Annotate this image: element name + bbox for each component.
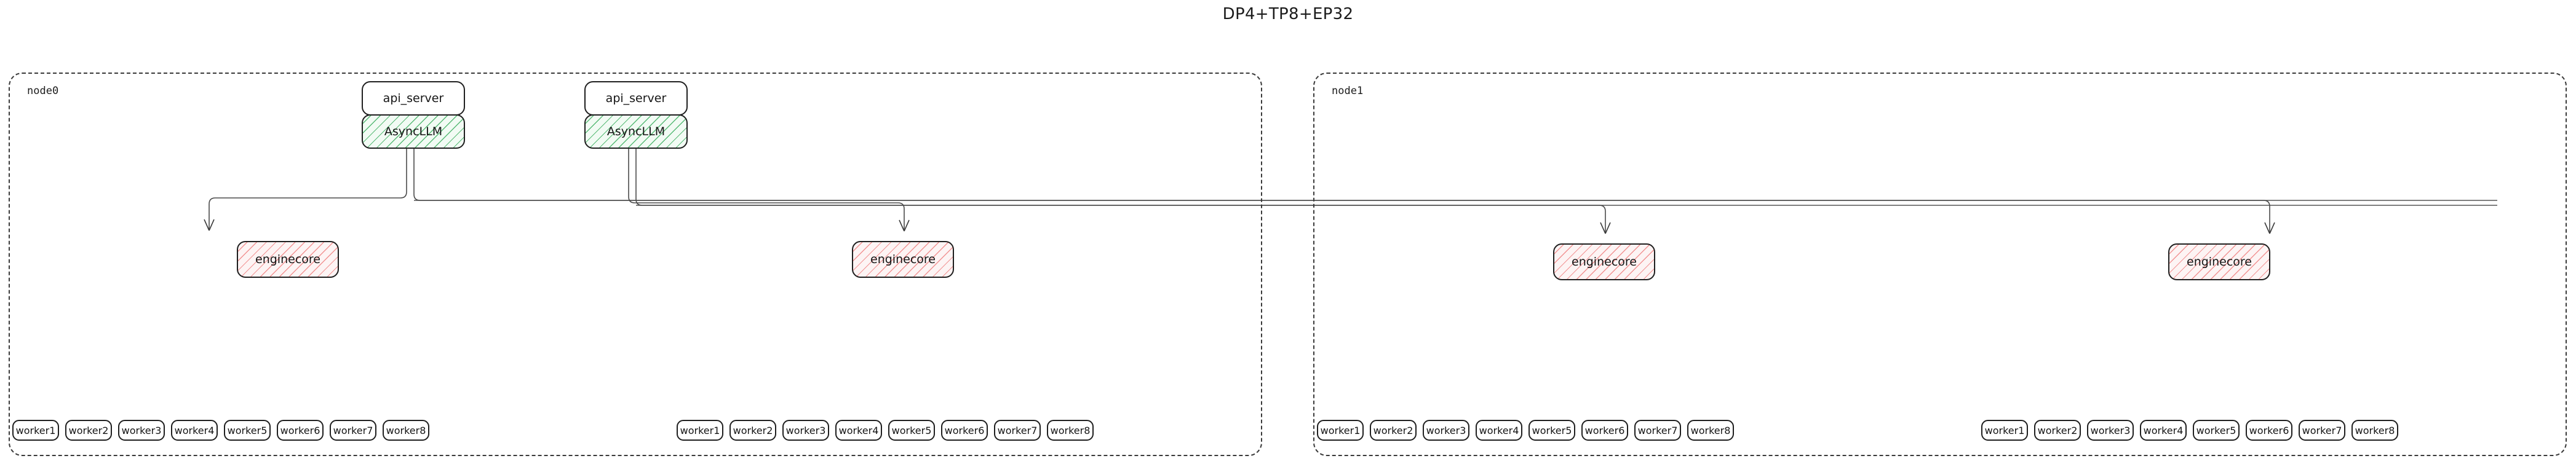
worker-label: worker6 xyxy=(944,424,985,436)
worker-box[interactable]: worker6 xyxy=(941,420,988,441)
enginecore-label: enginecore xyxy=(870,253,936,266)
page-title: DP4+TP8+EP32 xyxy=(1222,5,1354,23)
worker-label: worker6 xyxy=(2249,424,2289,436)
worker-box[interactable]: worker3 xyxy=(118,420,165,441)
worker-label: worker5 xyxy=(1532,424,1572,436)
worker-box[interactable]: worker8 xyxy=(383,420,429,441)
worker-label: worker8 xyxy=(2355,424,2395,436)
enginecore-box[interactable]: enginecore xyxy=(852,241,954,278)
worker-label: worker2 xyxy=(68,424,109,436)
worker-label: worker1 xyxy=(15,424,56,436)
api-server-label: api_server xyxy=(605,92,667,105)
worker-box[interactable]: worker1 xyxy=(1317,420,1364,441)
enginecore-box[interactable]: enginecore xyxy=(1553,243,1655,280)
worker-box[interactable]: worker2 xyxy=(2034,420,2081,441)
worker-box[interactable]: worker5 xyxy=(224,420,271,441)
asyncllm-label: AsyncLLM xyxy=(384,125,443,138)
api-server-box[interactable]: api_server xyxy=(584,81,688,116)
worker-label: worker6 xyxy=(280,424,320,436)
worker-box[interactable]: worker1 xyxy=(12,420,59,441)
worker-label: worker4 xyxy=(174,424,215,436)
worker-box[interactable]: worker7 xyxy=(994,420,1041,441)
worker-label: worker1 xyxy=(1984,424,2025,436)
worker-label: worker2 xyxy=(1373,424,1413,436)
worker-label: worker3 xyxy=(1426,424,1466,436)
worker-box[interactable]: worker3 xyxy=(1423,420,1469,441)
worker-label: worker3 xyxy=(785,424,826,436)
worker-box[interactable]: worker8 xyxy=(1687,420,1734,441)
enginecore-box[interactable]: enginecore xyxy=(237,241,339,278)
enginecore-label: enginecore xyxy=(2187,255,2252,269)
asyncllm-box[interactable]: AsyncLLM xyxy=(584,114,688,149)
worker-label: worker7 xyxy=(997,424,1038,436)
node-cluster-node1: node1 xyxy=(1313,73,2567,456)
worker-box[interactable]: worker3 xyxy=(2087,420,2134,441)
worker-box[interactable]: worker5 xyxy=(888,420,935,441)
worker-box[interactable]: worker2 xyxy=(729,420,776,441)
worker-box[interactable]: worker6 xyxy=(2246,420,2292,441)
worker-box[interactable]: worker3 xyxy=(782,420,829,441)
worker-label: worker5 xyxy=(227,424,268,436)
worker-box[interactable]: worker4 xyxy=(2140,420,2187,441)
node-cluster-node0: node0 xyxy=(9,73,1262,456)
worker-label: worker1 xyxy=(680,424,720,436)
worker-label: worker7 xyxy=(2302,424,2342,436)
worker-label: worker3 xyxy=(2090,424,2131,436)
node-label-node1: node1 xyxy=(1332,85,1364,97)
worker-box[interactable]: worker1 xyxy=(677,420,723,441)
worker-label: worker8 xyxy=(1050,424,1091,436)
worker-label: worker2 xyxy=(733,424,773,436)
worker-label: worker3 xyxy=(121,424,162,436)
worker-box[interactable]: worker4 xyxy=(1476,420,1522,441)
worker-label: worker4 xyxy=(1479,424,1519,436)
worker-box[interactable]: worker4 xyxy=(835,420,882,441)
node-label-node0: node0 xyxy=(27,85,59,97)
worker-label: worker6 xyxy=(1584,424,1625,436)
asyncllm-box[interactable]: AsyncLLM xyxy=(362,114,465,149)
worker-label: worker1 xyxy=(1320,424,1361,436)
worker-box[interactable]: worker5 xyxy=(1529,420,1575,441)
worker-box[interactable]: worker1 xyxy=(1981,420,2028,441)
worker-label: worker4 xyxy=(2143,424,2184,436)
worker-box[interactable]: worker8 xyxy=(1047,420,1094,441)
enginecore-label: enginecore xyxy=(1572,255,1637,269)
worker-label: worker7 xyxy=(1637,424,1678,436)
worker-label: worker4 xyxy=(838,424,879,436)
worker-label: worker7 xyxy=(333,424,373,436)
worker-box[interactable]: worker7 xyxy=(2299,420,2345,441)
worker-label: worker8 xyxy=(1690,424,1731,436)
worker-box[interactable]: worker5 xyxy=(2193,420,2240,441)
enginecore-box[interactable]: enginecore xyxy=(2168,243,2270,280)
worker-box[interactable]: worker2 xyxy=(65,420,112,441)
worker-label: worker2 xyxy=(2037,424,2078,436)
worker-box[interactable]: worker2 xyxy=(1370,420,1417,441)
worker-box[interactable]: worker6 xyxy=(1581,420,1628,441)
worker-label: worker5 xyxy=(2196,424,2236,436)
worker-box[interactable]: worker4 xyxy=(171,420,218,441)
api-server-label: api_server xyxy=(383,92,444,105)
enginecore-label: enginecore xyxy=(255,253,320,266)
worker-box[interactable]: worker8 xyxy=(2351,420,2398,441)
worker-box[interactable]: worker7 xyxy=(1634,420,1681,441)
worker-box[interactable]: worker7 xyxy=(330,420,376,441)
worker-box[interactable]: worker6 xyxy=(277,420,324,441)
worker-label: worker5 xyxy=(891,424,932,436)
worker-label: worker8 xyxy=(386,424,426,436)
api-server-box[interactable]: api_server xyxy=(362,81,465,116)
asyncllm-label: AsyncLLM xyxy=(606,125,666,138)
